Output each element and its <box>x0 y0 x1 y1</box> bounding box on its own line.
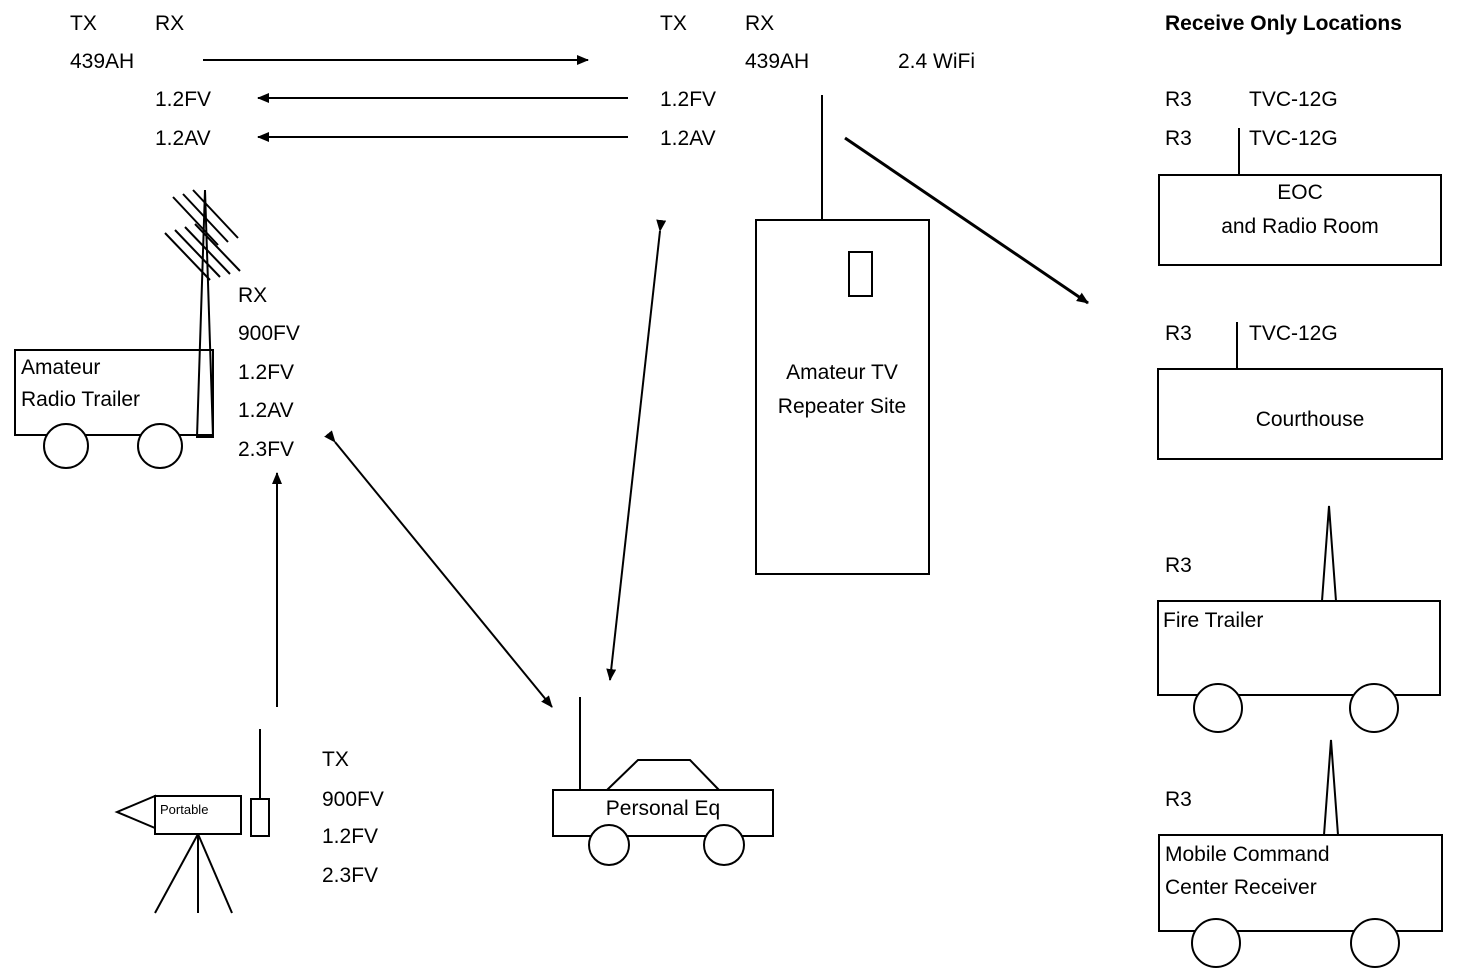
link-fv-left: 1.2FV <box>155 88 211 111</box>
eoc-r3-1: R3 <box>1165 88 1192 111</box>
portable-camera: Portable <box>117 729 269 913</box>
link-av-right: 1.2AV <box>660 127 716 150</box>
trailer-wheel-left <box>44 424 88 468</box>
mobile-mast-icon <box>1324 740 1338 835</box>
trailer-wheel-right <box>138 424 182 468</box>
arrow-personal-repeater <box>610 231 660 680</box>
link-fv-right: 1.2FV <box>660 88 716 111</box>
mobile-label-line2: Center Receiver <box>1165 876 1317 899</box>
amateur-radio-trailer: Amateur Radio Trailer <box>15 190 240 468</box>
mobile-wheel-left <box>1192 919 1240 967</box>
mobile-wheel-right <box>1351 919 1399 967</box>
trailer-rx-freq-3: 1.2AV <box>238 399 294 422</box>
portable-tx-title: TX <box>322 748 349 771</box>
transmitter-icon <box>251 799 269 836</box>
freq-left-label: 439AH <box>70 50 134 73</box>
personal-eq-car: Personal Eq <box>553 697 773 865</box>
personal-eq-label: Personal Eq <box>606 797 720 820</box>
repeater-label-line1: Amateur TV <box>786 361 898 384</box>
fire-mast-icon <box>1322 506 1336 601</box>
rx-center-label: RX <box>745 12 774 35</box>
trailer-label-line2: Radio Trailer <box>21 388 140 411</box>
eoc-model-1: TVC-12G <box>1249 88 1338 111</box>
fire-trailer: Fire Trailer <box>1158 506 1440 732</box>
repeater-site: Amateur TV Repeater Site <box>756 95 929 574</box>
arrow-trailer-personal <box>335 442 552 707</box>
trailer-rx-title: RX <box>238 284 267 307</box>
portable-label: Portable <box>160 802 208 817</box>
fire-label: Fire Trailer <box>1163 609 1263 632</box>
repeater-label-line2: Repeater Site <box>778 395 906 418</box>
mobile-r3: R3 <box>1165 788 1192 811</box>
car-roof-icon <box>607 760 719 790</box>
eoc-label-line1: EOC <box>1277 181 1323 204</box>
fire-wheel-left <box>1194 684 1242 732</box>
link-av-left: 1.2AV <box>155 127 211 150</box>
trailer-rx-freq-1: 900FV <box>238 322 300 345</box>
portable-tx-freq-1: 900FV <box>322 788 384 811</box>
eoc-label-line2: and Radio Room <box>1221 215 1379 238</box>
car-wheel-right <box>704 825 744 865</box>
receive-only-title: Receive Only Locations <box>1165 12 1402 35</box>
trailer-rx-freq-2: 1.2FV <box>238 361 294 384</box>
tripod-leg-left <box>155 834 198 913</box>
fire-r3: R3 <box>1165 554 1192 577</box>
wifi-label: 2.4 WiFi <box>898 50 975 73</box>
portable-tx-freq-3: 2.3FV <box>322 864 378 887</box>
camera-lens-icon <box>117 796 155 828</box>
courthouse-model: TVC-12G <box>1249 322 1338 345</box>
courthouse-r3: R3 <box>1165 322 1192 345</box>
eoc-model-2: TVC-12G <box>1249 127 1338 150</box>
mobile-label-line1: Mobile Command <box>1165 843 1330 866</box>
tripod-leg-right <box>198 834 232 913</box>
mobile-command-center: Mobile Command Center Receiver <box>1159 740 1442 967</box>
tx-center-label: TX <box>660 12 687 35</box>
fire-wheel-right <box>1350 684 1398 732</box>
trailer-label-line1: Amateur <box>21 356 100 379</box>
rx-left-label: RX <box>155 12 184 35</box>
eoc-r3-2: R3 <box>1165 127 1192 150</box>
trailer-rx-freq-4: 2.3FV <box>238 438 294 461</box>
freq-center-label: 439AH <box>745 50 809 73</box>
courthouse-label: Courthouse <box>1256 408 1365 431</box>
tx-left-label: TX <box>70 12 97 35</box>
portable-tx-freq-2: 1.2FV <box>322 825 378 848</box>
car-wheel-left <box>589 825 629 865</box>
repeater-window-icon <box>849 252 872 296</box>
